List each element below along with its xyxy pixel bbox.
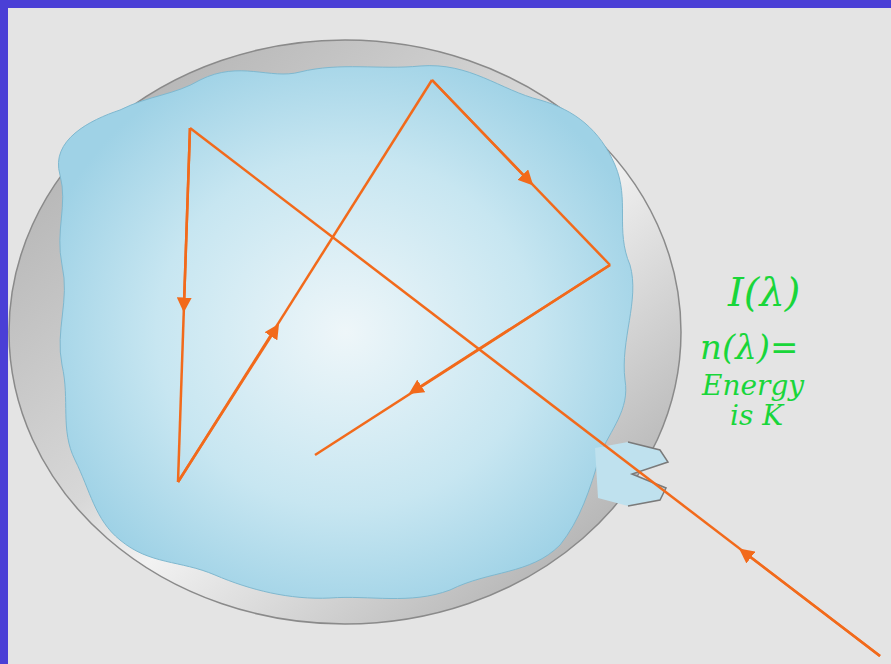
handwritten-note: is K bbox=[730, 402, 783, 430]
handwritten-note: n(λ)= bbox=[700, 330, 798, 364]
light-ray bbox=[178, 80, 880, 656]
cavity-wall bbox=[9, 40, 681, 624]
handwritten-note: Energy bbox=[702, 372, 804, 400]
cavity-hole bbox=[595, 442, 668, 506]
cavity-interior bbox=[58, 66, 632, 599]
handwritten-note: I(λ) bbox=[728, 272, 800, 312]
